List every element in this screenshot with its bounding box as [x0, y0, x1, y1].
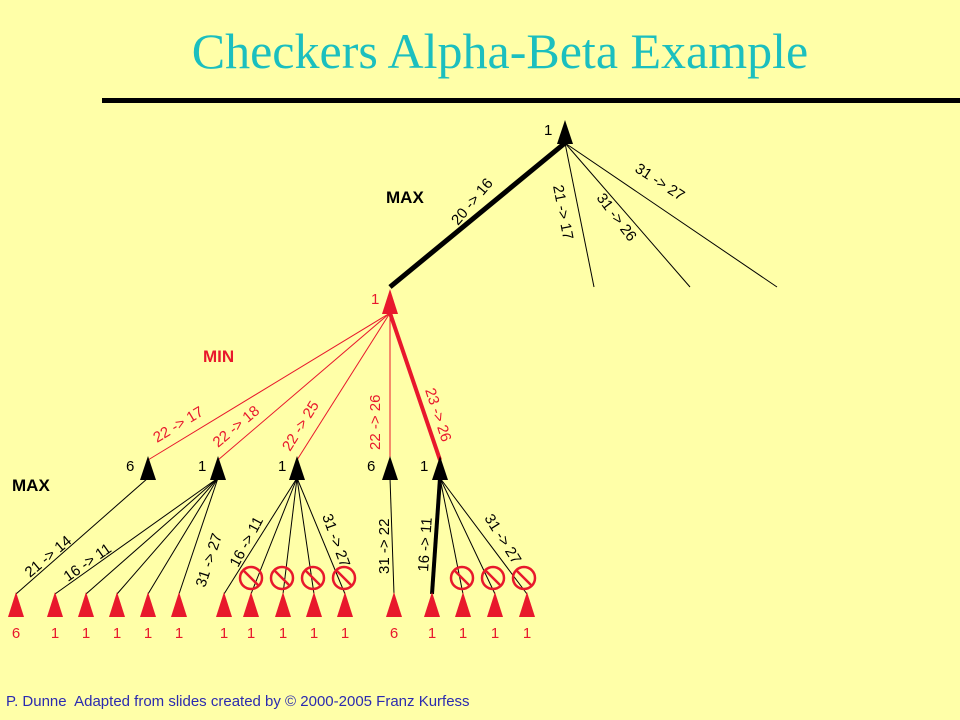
leaf-value: 1 — [279, 625, 287, 642]
leaf-value: 1 — [113, 625, 121, 642]
leaf-value: 1 — [220, 625, 228, 642]
max2-edge-3 — [116, 477, 219, 595]
pruned-icon — [331, 565, 357, 591]
title-rule — [102, 98, 960, 103]
leaf-node — [487, 592, 503, 617]
leaf-value: 1 — [523, 625, 531, 642]
max-node-5 — [432, 456, 448, 480]
max1-edge-1 — [15, 477, 149, 595]
slide-footer: P. Dunne Adapted from slides created by … — [6, 693, 470, 710]
root-value: 1 — [544, 122, 552, 139]
max5-edge-3 — [439, 477, 496, 595]
min-node — [382, 289, 398, 314]
leaf-value: 1 — [144, 625, 152, 642]
leaf-node — [275, 592, 291, 617]
move-label: 31 -> 22 — [376, 519, 393, 574]
move-label: 22 -> 26 — [367, 395, 384, 450]
leaf-value: 1 — [459, 625, 467, 642]
pruned-icon — [449, 565, 475, 591]
move-label: 16 -> 11 — [227, 514, 268, 570]
leaf-node — [47, 592, 63, 617]
move-label: 31 -> 27 — [481, 511, 525, 567]
root-edge-2 — [564, 142, 595, 288]
max5-edge-1 — [430, 477, 442, 595]
root-max-node — [557, 120, 573, 144]
leaf-node — [243, 592, 259, 617]
max-node-4 — [382, 456, 398, 480]
pruned-icon — [511, 565, 537, 591]
leaf-node — [306, 592, 322, 617]
leaf-node — [78, 592, 94, 617]
leaf-node — [216, 592, 232, 617]
pruned-icon — [480, 565, 506, 591]
move-label: 31 -> 26 — [593, 190, 640, 245]
leaf-node — [171, 592, 187, 617]
max2-edge-4 — [147, 477, 219, 595]
pruned-icon — [300, 565, 326, 591]
max2-edge-1 — [54, 477, 219, 595]
move-label: 16 -> 11 — [415, 517, 436, 572]
move-label: 31 -> 27 — [632, 160, 688, 204]
move-label: 21 -> 17 — [549, 184, 576, 242]
leaf-value: 6 — [390, 625, 398, 642]
max-level-label-bottom: MAX — [12, 476, 50, 495]
min-edge-2 — [217, 312, 391, 461]
leaf-value: 1 — [247, 625, 255, 642]
leaf-value: 1 — [175, 625, 183, 642]
leaf-value: 1 — [491, 625, 499, 642]
max-node-2 — [210, 456, 226, 480]
min-level-label: MIN — [203, 347, 234, 366]
min-edge-1 — [147, 312, 391, 461]
max3-edge-1 — [223, 477, 298, 595]
leaf-value: 1 — [428, 625, 436, 642]
max-node-value: 6 — [126, 458, 134, 475]
max2-edge-5 — [178, 477, 219, 595]
max-level-label-top: MAX — [386, 188, 424, 207]
leaf-node — [386, 592, 402, 617]
max3-edge-5 — [296, 477, 346, 595]
root-edge-1 — [388, 141, 567, 289]
pruned-icon — [269, 565, 295, 591]
leaf-node — [8, 592, 24, 617]
max4-edge-1 — [389, 477, 395, 595]
max3-edge-2 — [250, 477, 298, 595]
leaf-value: 6 — [12, 625, 20, 642]
leaf-value: 1 — [310, 625, 318, 642]
slide-title: Checkers Alpha-Beta Example — [191, 23, 809, 79]
root-edge-4 — [564, 142, 778, 288]
leaf-value: 1 — [341, 625, 349, 642]
min-node-value: 1 — [371, 291, 379, 308]
min-edge-3 — [296, 312, 391, 461]
move-label: 22 -> 17 — [150, 403, 206, 446]
max-node-value: 1 — [420, 458, 428, 475]
root-edge-3 — [564, 142, 691, 288]
move-label: 31 -> 27 — [318, 512, 353, 570]
leaf-node — [140, 592, 156, 617]
leaf-node — [424, 592, 440, 617]
max2-edge-2 — [85, 477, 219, 595]
leaf-node — [337, 592, 353, 617]
leaf-value: 1 — [82, 625, 90, 642]
move-label: 22 -> 25 — [279, 398, 323, 454]
max3-edge-3 — [282, 477, 298, 595]
pruned-icon — [238, 565, 264, 591]
max-node-3 — [289, 456, 305, 480]
leaf-node — [455, 592, 471, 617]
max-node-1 — [140, 456, 156, 480]
min-edge-5 — [388, 312, 442, 461]
leaf-node — [519, 592, 535, 617]
leaf-value: 1 — [51, 625, 59, 642]
max-node-value: 1 — [198, 458, 206, 475]
max-node-value: 1 — [278, 458, 286, 475]
leaf-node — [109, 592, 125, 617]
max-node-value: 6 — [367, 458, 375, 475]
